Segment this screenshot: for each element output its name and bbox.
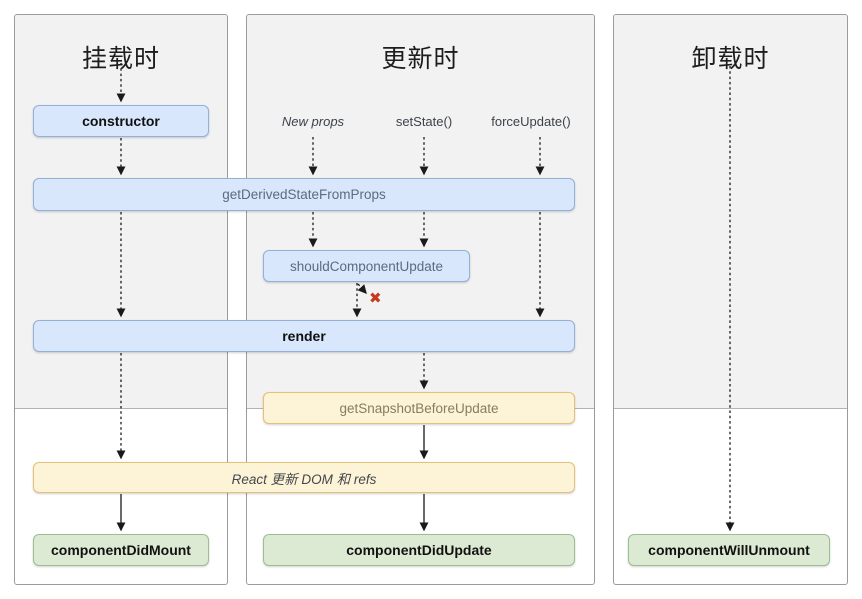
trigger-new-props: New props bbox=[281, 114, 345, 129]
node-component-will-unmount[interactable]: componentWillUnmount bbox=[628, 534, 830, 566]
node-constructor[interactable]: constructor bbox=[33, 105, 209, 137]
node-get-snapshot-before-update[interactable]: getSnapshotBeforeUpdate bbox=[263, 392, 575, 424]
node-component-did-update[interactable]: componentDidUpdate bbox=[263, 534, 575, 566]
column-title-updating: 更新时 bbox=[381, 45, 460, 73]
node-get-derived-state-from-props[interactable]: getDerivedStateFromProps bbox=[33, 178, 575, 211]
trigger-force-update: forceUpdate() bbox=[491, 114, 571, 129]
trigger-set-state: setState() bbox=[395, 114, 453, 129]
node-react-updates-dom[interactable]: React 更新 DOM 和 refs bbox=[33, 462, 575, 493]
update-cancelled-x-icon: ✖ bbox=[369, 290, 382, 307]
node-should-component-update[interactable]: shouldComponentUpdate bbox=[263, 250, 470, 282]
node-render[interactable]: render bbox=[33, 320, 575, 352]
node-component-did-mount[interactable]: componentDidMount bbox=[33, 534, 209, 566]
